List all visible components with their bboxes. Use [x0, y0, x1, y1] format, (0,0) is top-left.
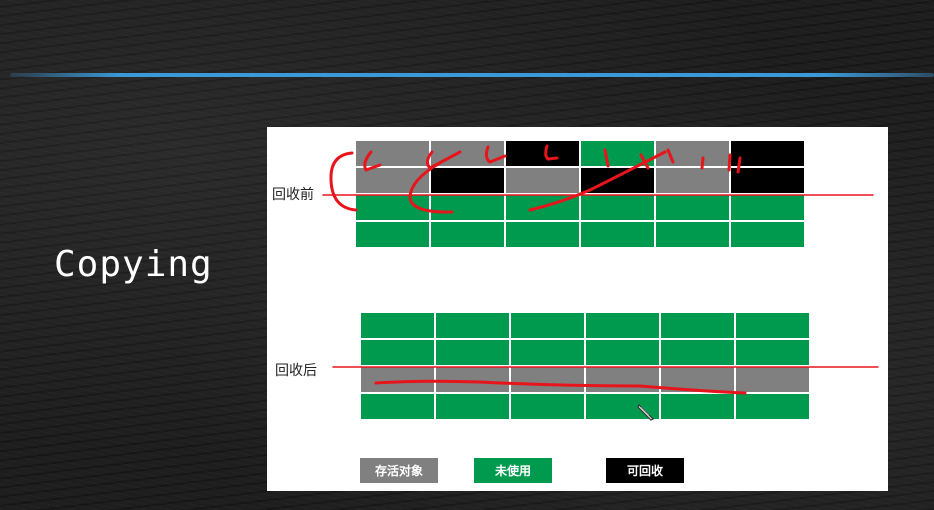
before-gc-cell-dead: [431, 168, 504, 193]
before-gc-cell-dead: [506, 141, 579, 166]
after-gc-cell-free: [586, 340, 659, 365]
after-gc-cell-live: [436, 367, 509, 392]
before-gc-cell-free: [356, 195, 429, 220]
after-gc-cell-free: [511, 313, 584, 338]
before-gc-row: [356, 195, 804, 220]
after-gc-grid: [361, 313, 809, 421]
after-gc-cell-free: [511, 394, 584, 419]
after-gc-cell-free: [586, 313, 659, 338]
before-gc-row: [356, 141, 804, 166]
before-gc-cell-live: [431, 141, 504, 166]
after-gc-cell-free: [661, 313, 734, 338]
before-gc-cell-live: [656, 141, 729, 166]
before-gc-row: [356, 168, 804, 193]
after-gc-cell-free: [511, 340, 584, 365]
before-gc-cell-free: [431, 195, 504, 220]
after-gc-cell-free: [361, 340, 434, 365]
before-gc-cell-live: [656, 168, 729, 193]
title-divider: [10, 73, 934, 77]
before-gc-row: [356, 222, 804, 247]
before-gc-grid: [356, 141, 804, 249]
after-gc-row: [361, 394, 809, 419]
after-gc-cell-free: [361, 394, 434, 419]
after-gc-cell-live: [361, 367, 434, 392]
before-gc-cell-free: [581, 222, 654, 247]
after-gc-row: [361, 367, 809, 392]
legend-unused: 未使用: [474, 458, 552, 483]
before-gc-cell-dead: [731, 141, 804, 166]
after-gc-cell-free: [736, 394, 809, 419]
legend-live-objects: 存活对象: [360, 458, 438, 483]
after-gc-row: [361, 340, 809, 365]
slide-title: Copying: [54, 244, 213, 285]
before-gc-label: 回收前: [272, 186, 314, 202]
after-gc-cell-free: [361, 313, 434, 338]
after-gc-cell-free: [436, 340, 509, 365]
after-gc-cell-free: [436, 313, 509, 338]
before-gc-cell-free: [581, 195, 654, 220]
before-gc-cell-live: [506, 168, 579, 193]
after-gc-cell-free: [736, 340, 809, 365]
before-gc-cell-free: [656, 222, 729, 247]
copying-diagram-panel: 回收前 回收后 存活对象 未使用 可回收: [267, 127, 888, 491]
legend-reclaimable: 可回收: [606, 458, 684, 483]
before-gc-cell-free: [731, 195, 804, 220]
before-gc-cell-live: [356, 168, 429, 193]
before-gc-cell-dead: [581, 168, 654, 193]
before-gc-cell-free: [731, 222, 804, 247]
after-gc-cell-live: [661, 367, 734, 392]
before-gc-cell-live: [356, 141, 429, 166]
after-gc-cell-free: [661, 394, 734, 419]
pencil-cursor-icon: [637, 403, 655, 421]
before-gc-cell-free: [506, 195, 579, 220]
after-gc-cell-live: [736, 367, 809, 392]
after-gc-cell-free: [736, 313, 809, 338]
after-gc-cell-free: [661, 340, 734, 365]
after-gc-cell-live: [586, 367, 659, 392]
before-gc-cell-free: [431, 222, 504, 247]
after-gc-cell-live: [511, 367, 584, 392]
before-gc-cell-free: [506, 222, 579, 247]
before-gc-cell-free: [656, 195, 729, 220]
after-gc-row: [361, 313, 809, 338]
before-gc-cell-free: [581, 141, 654, 166]
before-gc-cell-dead: [731, 168, 804, 193]
before-gc-cell-free: [356, 222, 429, 247]
after-gc-cell-free: [436, 394, 509, 419]
after-gc-label: 回收后: [275, 362, 317, 378]
